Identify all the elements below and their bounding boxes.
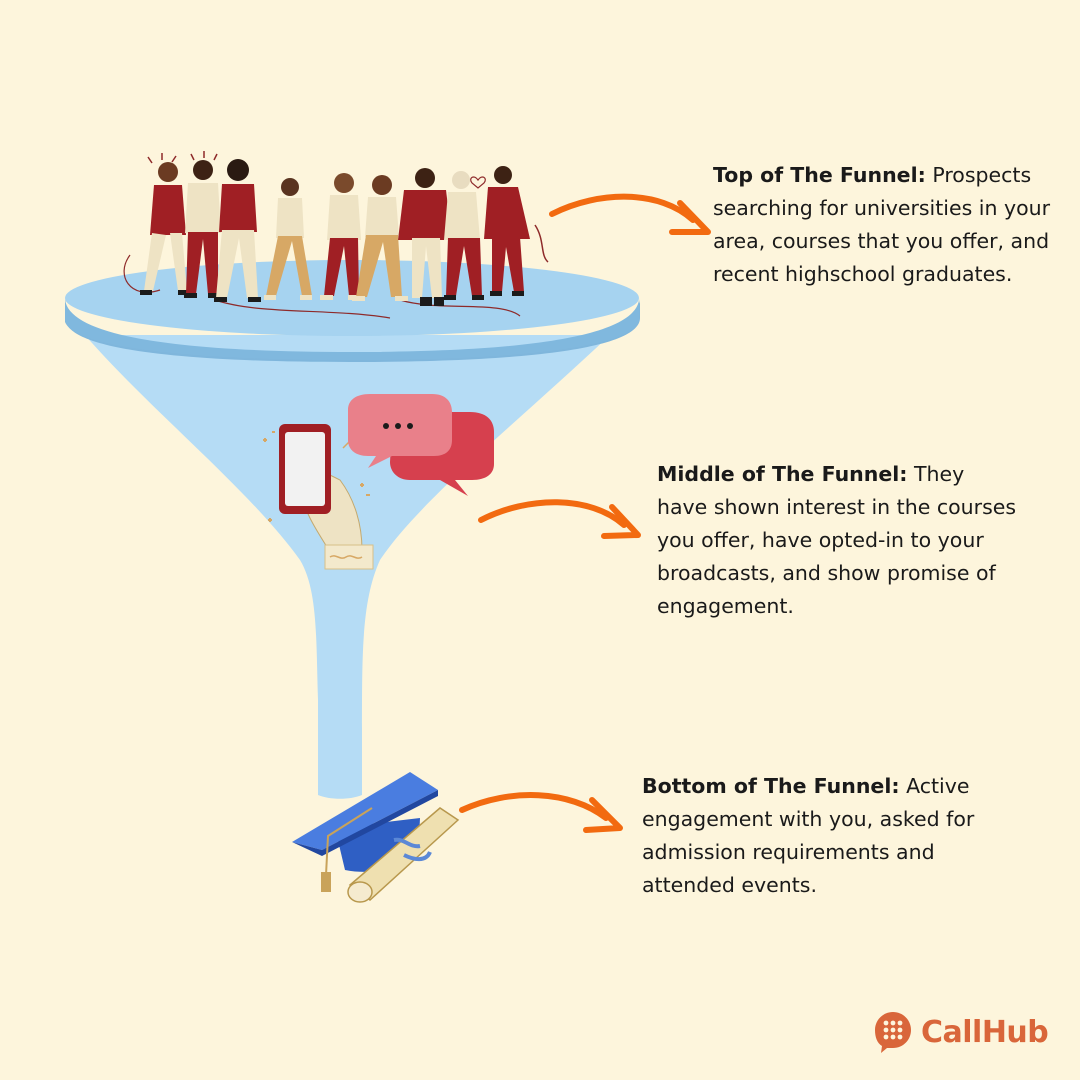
middle-of-funnel-heading: Middle of The Funnel:: [657, 462, 908, 486]
smartphone-hand-icon: [263, 424, 374, 570]
diploma-scroll-icon: [347, 807, 460, 903]
top-of-funnel-body: Prospects searching for universities in …: [713, 163, 1051, 286]
brand-name: CallHub: [921, 1014, 1049, 1050]
middle-of-funnel-body: They have shown interest in the courses …: [657, 462, 1017, 618]
arrow-icon-top: [549, 193, 711, 235]
bottom-of-funnel-description: Bottom of The Funnel: Active engagement …: [642, 770, 1002, 902]
bottom-of-funnel-heading: Bottom of The Funnel:: [642, 774, 900, 798]
arrow-icon-bottom: [459, 792, 623, 833]
people-crowd-icon: [123, 151, 549, 319]
arrow-icon-middle: [478, 499, 641, 539]
top-of-funnel-heading: Top of The Funnel:: [713, 163, 926, 187]
top-of-funnel-description: Top of The Funnel: Prospects searching f…: [713, 159, 1058, 291]
callhub-logo-icon: [875, 1012, 911, 1053]
bottom-of-funnel-body: Active engagement with you, asked for ad…: [642, 774, 975, 897]
middle-of-funnel-description: Middle of The Funnel: They have shown in…: [657, 458, 1017, 623]
callhub-logo: CallHub: [873, 1010, 1049, 1054]
chat-bubbles-icon: [348, 394, 494, 496]
